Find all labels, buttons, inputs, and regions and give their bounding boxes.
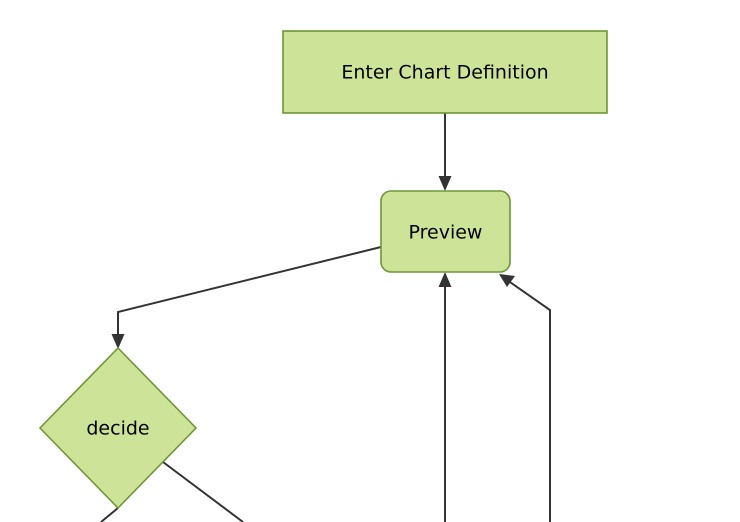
node-diamond [38, 346, 198, 510]
edge-line [162, 461, 244, 522]
edge-decide-branch-left[interactable] [100, 507, 119, 522]
edge-preview-to-decide[interactable] [111, 246, 382, 349]
edge-return-center-to-preview[interactable] [438, 272, 452, 522]
node-rounded-rect [380, 190, 511, 273]
arrowhead-icon [499, 274, 515, 287]
edge-decide-branch-right[interactable] [162, 461, 244, 522]
edge-line [100, 507, 119, 522]
edge-line [506, 279, 551, 522]
arrowhead-icon [111, 334, 125, 349]
edge-line [117, 246, 382, 339]
node-preview[interactable]: Preview [380, 190, 511, 273]
arrowhead-icon [438, 176, 452, 191]
arrowhead-icon [438, 272, 452, 287]
edge-return-right-to-preview[interactable] [499, 274, 551, 522]
node-decide[interactable]: decide [38, 346, 198, 510]
node-enter-chart-definition[interactable]: Enter Chart Definition [282, 30, 608, 114]
node-rect [282, 30, 608, 114]
edge-enter-to-preview[interactable] [438, 113, 452, 191]
